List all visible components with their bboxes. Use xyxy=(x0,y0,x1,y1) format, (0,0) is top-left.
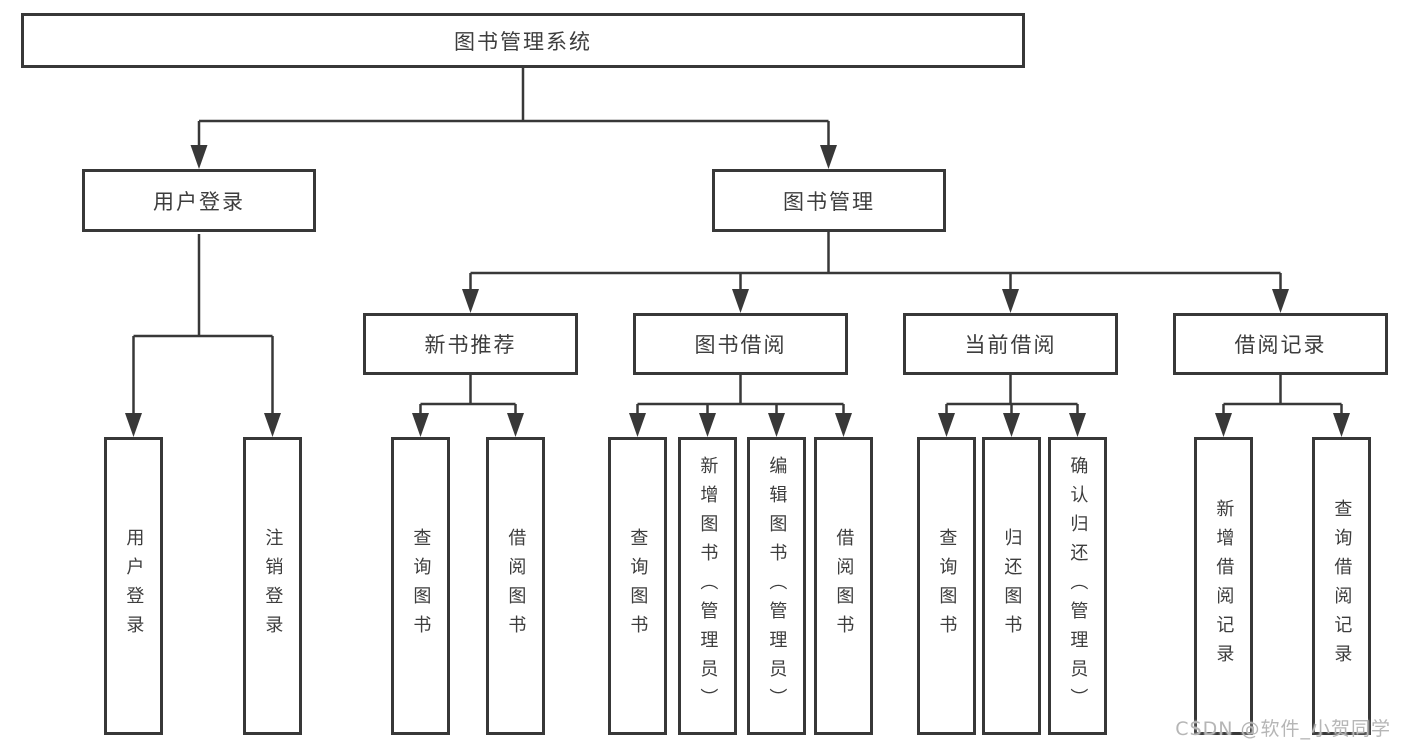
node-root-label: 图书管理系统 xyxy=(454,29,592,54)
leaf-add-borrow-record: 新增借阅记录 xyxy=(1194,437,1253,735)
node-book-borrow: 图书借阅 xyxy=(633,313,848,375)
leaf-query-borrow-record: 查询借阅记录 xyxy=(1312,437,1371,735)
leaf-query-book-recommend-label: 查询图书 xyxy=(410,528,432,644)
node-book-management-label: 图书管理 xyxy=(783,189,875,214)
node-new-book-recommend-label: 新书推荐 xyxy=(424,333,517,357)
leaf-add-borrow-record-label: 新增借阅记录 xyxy=(1213,499,1235,673)
leaf-query-book-borrow: 查询图书 xyxy=(608,437,667,735)
node-root: 图书管理系统 xyxy=(21,13,1025,68)
leaf-borrow-book-recommend: 借阅图书 xyxy=(486,437,545,735)
leaf-query-book-current-label: 查询图书 xyxy=(936,528,958,644)
node-new-book-recommend: 新书推荐 xyxy=(363,313,578,375)
leaf-user-login-label: 用户登录 xyxy=(123,528,145,644)
node-borrow-record-label: 借阅记录 xyxy=(1234,333,1327,357)
node-book-borrow-label: 图书借阅 xyxy=(694,333,787,357)
leaf-confirm-return-admin: 确认归还（管理员） xyxy=(1048,437,1107,735)
leaf-query-book-recommend: 查询图书 xyxy=(391,437,450,735)
node-book-management: 图书管理 xyxy=(712,169,946,232)
leaf-add-book-admin-label: 新增图书（管理员） xyxy=(697,455,719,717)
leaf-edit-book-admin-label: 编辑图书（管理员） xyxy=(766,455,788,717)
node-current-borrow: 当前借阅 xyxy=(903,313,1118,375)
leaf-query-borrow-record-label: 查询借阅记录 xyxy=(1331,499,1353,673)
leaf-add-book-admin: 新增图书（管理员） xyxy=(678,437,737,735)
node-current-borrow-label: 当前借阅 xyxy=(964,333,1057,357)
arrowheads xyxy=(125,145,1350,437)
node-user-login-label: 用户登录 xyxy=(153,189,245,214)
node-user-login: 用户登录 xyxy=(82,169,316,232)
leaf-logout: 注销登录 xyxy=(243,437,302,735)
watermark: CSDN @软件_小贺同学 xyxy=(1175,718,1391,740)
node-borrow-record: 借阅记录 xyxy=(1173,313,1388,375)
leaf-logout-label: 注销登录 xyxy=(262,528,284,644)
leaf-confirm-return-admin-label: 确认归还（管理员） xyxy=(1067,455,1089,717)
leaf-query-book-current: 查询图书 xyxy=(917,437,976,735)
leaf-borrow-book-label: 借阅图书 xyxy=(833,528,855,644)
leaf-query-book-borrow-label: 查询图书 xyxy=(627,528,649,644)
leaf-return-book-label: 归还图书 xyxy=(1001,528,1023,644)
leaf-return-book: 归还图书 xyxy=(982,437,1041,735)
leaf-borrow-book: 借阅图书 xyxy=(814,437,873,735)
leaf-user-login: 用户登录 xyxy=(104,437,163,735)
leaf-borrow-book-recommend-label: 借阅图书 xyxy=(505,528,527,644)
leaf-edit-book-admin: 编辑图书（管理员） xyxy=(747,437,806,735)
